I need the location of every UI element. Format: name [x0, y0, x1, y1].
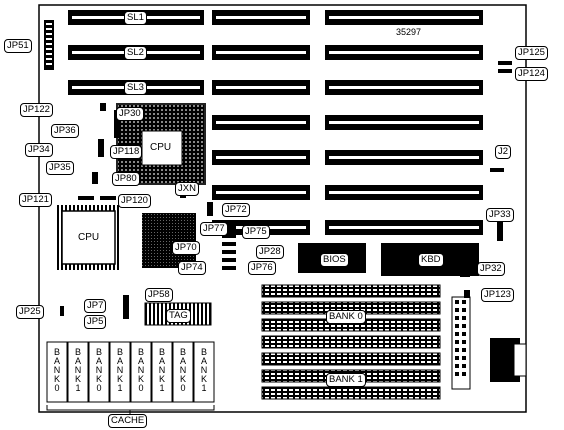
cache-module-label: BANK1	[199, 347, 209, 393]
bios-label: BIOS	[320, 253, 349, 267]
jumper-label-jp74: JP74	[178, 261, 206, 275]
jumper-label-jp28: JP28	[256, 245, 284, 259]
jumper-label-jp80: JP80	[112, 172, 140, 186]
jumper-label-jp5: JP5	[84, 315, 107, 329]
cpu-pga	[116, 103, 206, 185]
cache-label: CACHE	[108, 414, 148, 428]
jumper-label-jp51: JP51	[4, 39, 32, 53]
board-outline	[38, 4, 527, 413]
jumper-label-jp30: JP30	[116, 107, 144, 121]
kbd-label: KBD	[418, 253, 444, 267]
jumper-label-j2: J2	[495, 145, 512, 159]
jumper-label-jp32: JP32	[477, 262, 505, 276]
jumper-label-jp124: JP124	[515, 67, 548, 81]
jumper-label-jxn: JXN	[175, 182, 199, 196]
jumper-label-jp125: JP125	[515, 46, 548, 60]
jumper-label-jp58: JP58	[145, 288, 173, 302]
cache-module-label: BANK0	[94, 347, 104, 393]
power-connector	[451, 296, 471, 390]
jumper-label-jp33: JP33	[486, 208, 514, 222]
cache-module-label: BANK0	[52, 347, 62, 393]
jumper-blocks	[60, 61, 512, 319]
jumper-label-jp120: JP120	[118, 194, 151, 208]
bank0-label: BANK 0	[326, 310, 366, 324]
jumper-label-jp34: JP34	[25, 143, 53, 157]
cpu-label-socket: CPU	[78, 232, 100, 243]
slot-label-sl1: SL1	[124, 11, 147, 25]
jumper-label-jp25: JP25	[16, 305, 44, 319]
cache-module-label: BANK1	[73, 347, 83, 393]
tag-label: TAG	[166, 309, 191, 323]
jumper-label-jp75: JP75	[242, 225, 270, 239]
chipset	[142, 213, 196, 268]
jumper-label-jp118: JP118	[110, 145, 143, 159]
slot-label-sl2: SL2	[124, 46, 147, 60]
jumper-label-jp123: JP123	[481, 288, 514, 302]
jumper-label-jp77: JP77	[200, 222, 228, 236]
jumper-label-jp36: JP36	[51, 124, 79, 138]
cache-module-label: BANK1	[115, 347, 125, 393]
jumper-label-jp70: JP70	[172, 241, 200, 255]
board-number: 35297	[396, 27, 422, 37]
jumper-label-jp121: JP121	[19, 193, 52, 207]
simm-slots	[261, 284, 441, 400]
bank1-label: BANK 1	[326, 373, 366, 387]
cpu-qfp	[56, 205, 121, 270]
expansion-slots	[68, 10, 483, 235]
jumper-label-jp7: JP7	[84, 299, 107, 313]
slot-label-sl3: SL3	[124, 81, 147, 95]
cpu-label-main: CPU	[150, 142, 172, 153]
cache-module-label: BANK0	[136, 347, 146, 393]
keyboard-connector	[490, 338, 527, 382]
jumper-label-jp72: JP72	[222, 203, 250, 217]
jp51-header	[44, 20, 54, 70]
cache-module-label: BANK0	[178, 347, 188, 393]
jumper-label-jp76: JP76	[248, 261, 276, 275]
jumper-label-jp122: JP122	[20, 103, 53, 117]
jumper-label-jp35: JP35	[46, 161, 74, 175]
cache-module-label: BANK1	[157, 347, 167, 393]
